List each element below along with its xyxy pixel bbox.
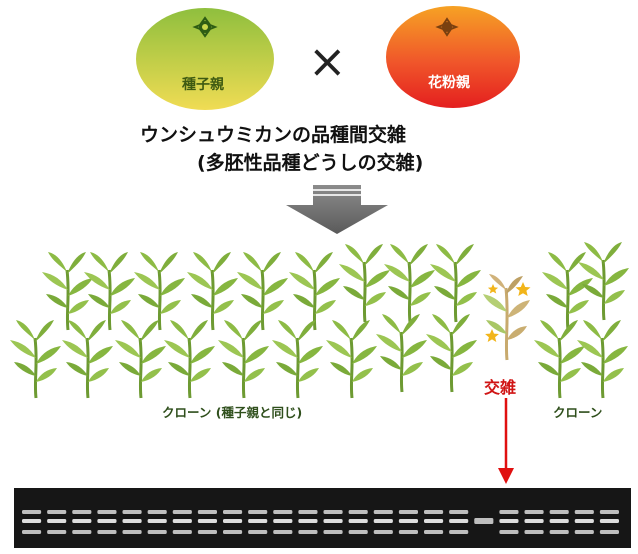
gel-band	[122, 530, 142, 534]
gel-band	[348, 510, 368, 514]
gel-band	[47, 519, 67, 523]
pollen-parent-label: 花粉親	[428, 75, 470, 91]
gel-band	[599, 519, 619, 523]
hybrid-label: 交雑	[484, 378, 517, 397]
gel-band	[248, 510, 268, 514]
gel-band	[574, 510, 594, 514]
gel-band	[223, 519, 243, 523]
gel-band	[549, 519, 569, 523]
gel-band	[398, 510, 418, 514]
red-down-arrow-icon	[498, 398, 514, 484]
gel-band	[273, 519, 293, 523]
gel-band	[47, 510, 67, 514]
pollen-parent-fruit	[386, 6, 520, 108]
gel-band	[147, 510, 167, 514]
gel-band	[549, 530, 569, 534]
cross-symbol: ×	[308, 34, 347, 88]
gel-band	[524, 530, 544, 534]
gel-band	[524, 519, 544, 523]
gel-band	[97, 530, 117, 534]
star-icon	[485, 282, 531, 342]
gel-band	[549, 510, 569, 514]
gel-band	[474, 518, 494, 524]
gel-band	[97, 519, 117, 523]
gel-band	[248, 519, 268, 523]
gel-band	[197, 510, 217, 514]
gel-band	[424, 530, 444, 534]
clone-label-left: クローン (種子親と同じ)	[162, 405, 303, 420]
gel-band	[499, 530, 519, 534]
gel-band	[172, 519, 192, 523]
gel-band	[599, 530, 619, 534]
down-arrow-icon	[286, 185, 388, 234]
gel-band	[72, 519, 92, 523]
gel-band	[398, 519, 418, 523]
gel-band	[223, 510, 243, 514]
gel-band	[248, 530, 268, 534]
gel-band	[273, 510, 293, 514]
gel-band	[147, 530, 167, 534]
gel-band	[499, 519, 519, 523]
gel-band	[574, 530, 594, 534]
gel-band	[223, 530, 243, 534]
gel-band	[273, 530, 293, 534]
gel-band	[323, 519, 343, 523]
gel-band	[449, 510, 469, 514]
gel-band	[298, 510, 318, 514]
gel-band	[398, 530, 418, 534]
gel-band	[424, 519, 444, 523]
gel-band	[22, 510, 42, 514]
pollen-fruit-calyx-icon	[435, 17, 459, 37]
gel-band	[373, 530, 393, 534]
gel-band	[323, 530, 343, 534]
gel-band	[298, 519, 318, 523]
gel-band	[574, 519, 594, 523]
gel-band	[348, 519, 368, 523]
gel-band	[72, 530, 92, 534]
gel-band	[599, 510, 619, 514]
gel-band	[97, 510, 117, 514]
hybrid-seedling	[483, 274, 530, 361]
gel-band	[298, 530, 318, 534]
seed-parent-fruit	[136, 8, 274, 110]
gel-band	[122, 519, 142, 523]
gel-band	[72, 510, 92, 514]
electrophoresis-gel	[14, 488, 631, 548]
gel-band	[197, 519, 217, 523]
gel-band	[122, 510, 142, 514]
gel-band	[323, 510, 343, 514]
gel-band	[373, 519, 393, 523]
clone-seedlings	[8, 242, 483, 400]
gel-band	[22, 519, 42, 523]
gel-band	[172, 510, 192, 514]
gel-band	[424, 510, 444, 514]
gel-band	[197, 530, 217, 534]
gel-band	[47, 530, 67, 534]
gel-band	[147, 519, 167, 523]
diagram-title: ウンシュウミカンの品種間交雑	[140, 124, 407, 146]
gel-band	[172, 530, 192, 534]
clone-label-right: クローン	[553, 405, 603, 420]
diagram-subtitle: (多胚性品種どうしの交雑)	[197, 152, 424, 174]
clone-seedlings-right	[532, 240, 631, 400]
seed-fruit-calyx-icon	[192, 16, 218, 38]
gel-band	[373, 510, 393, 514]
gel-band	[499, 510, 519, 514]
gel-band	[449, 530, 469, 534]
seed-parent-label: 種子親	[182, 77, 224, 93]
gel-band	[449, 519, 469, 523]
gel-band	[22, 530, 42, 534]
gel-band	[348, 530, 368, 534]
gel-band	[524, 510, 544, 514]
